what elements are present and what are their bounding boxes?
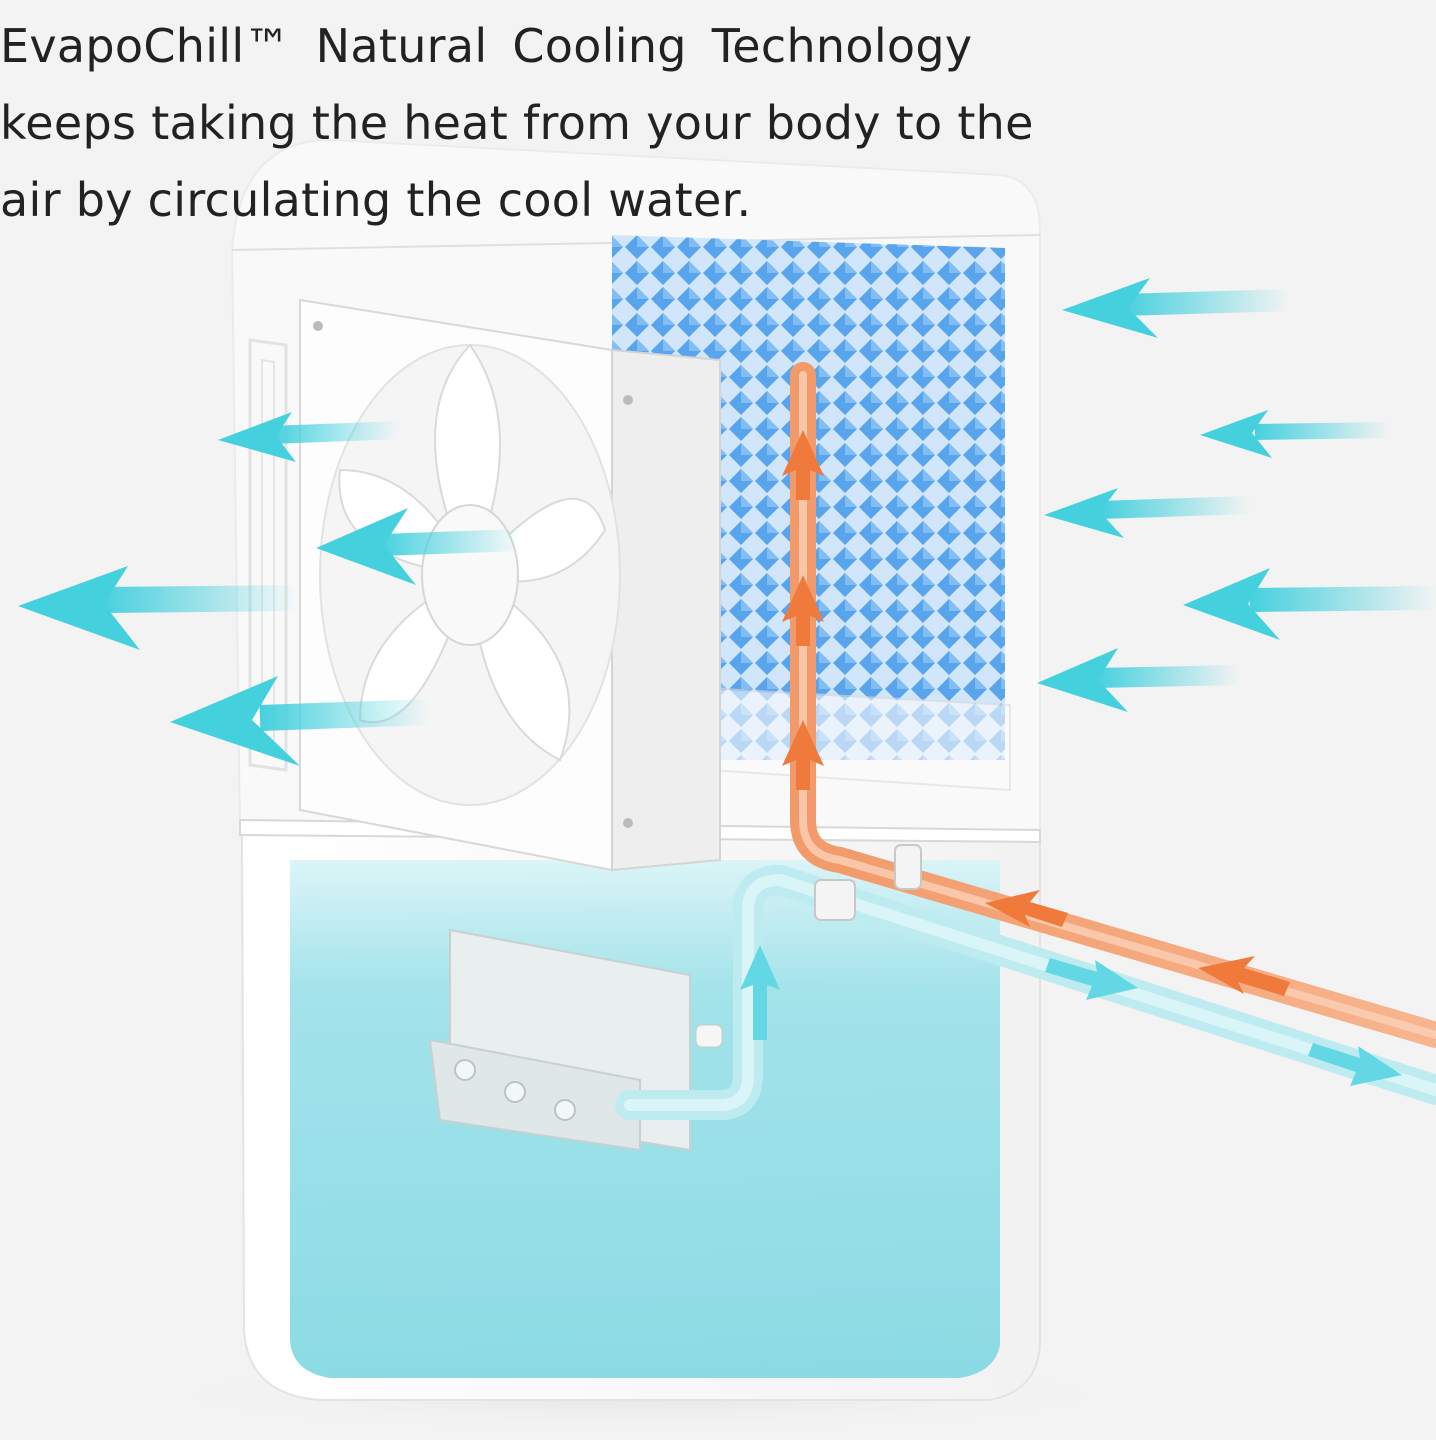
hot-flow-arrow	[782, 430, 1290, 996]
air-flow-arrow	[18, 412, 521, 766]
caption-line-1: EvapoChill™ Natural Cooling Technology	[0, 19, 973, 73]
caption-line-3: air by circulating the cool water.	[0, 173, 752, 227]
feature-caption: EvapoChill™ Natural Cooling Technology k…	[0, 8, 1040, 239]
air-flow-arrow	[1037, 278, 1436, 712]
caption-line-2: keeps taking the heat from your body to …	[0, 96, 1034, 150]
water-flow-arrow	[740, 945, 1402, 1086]
fan-icon	[248, 298, 721, 872]
